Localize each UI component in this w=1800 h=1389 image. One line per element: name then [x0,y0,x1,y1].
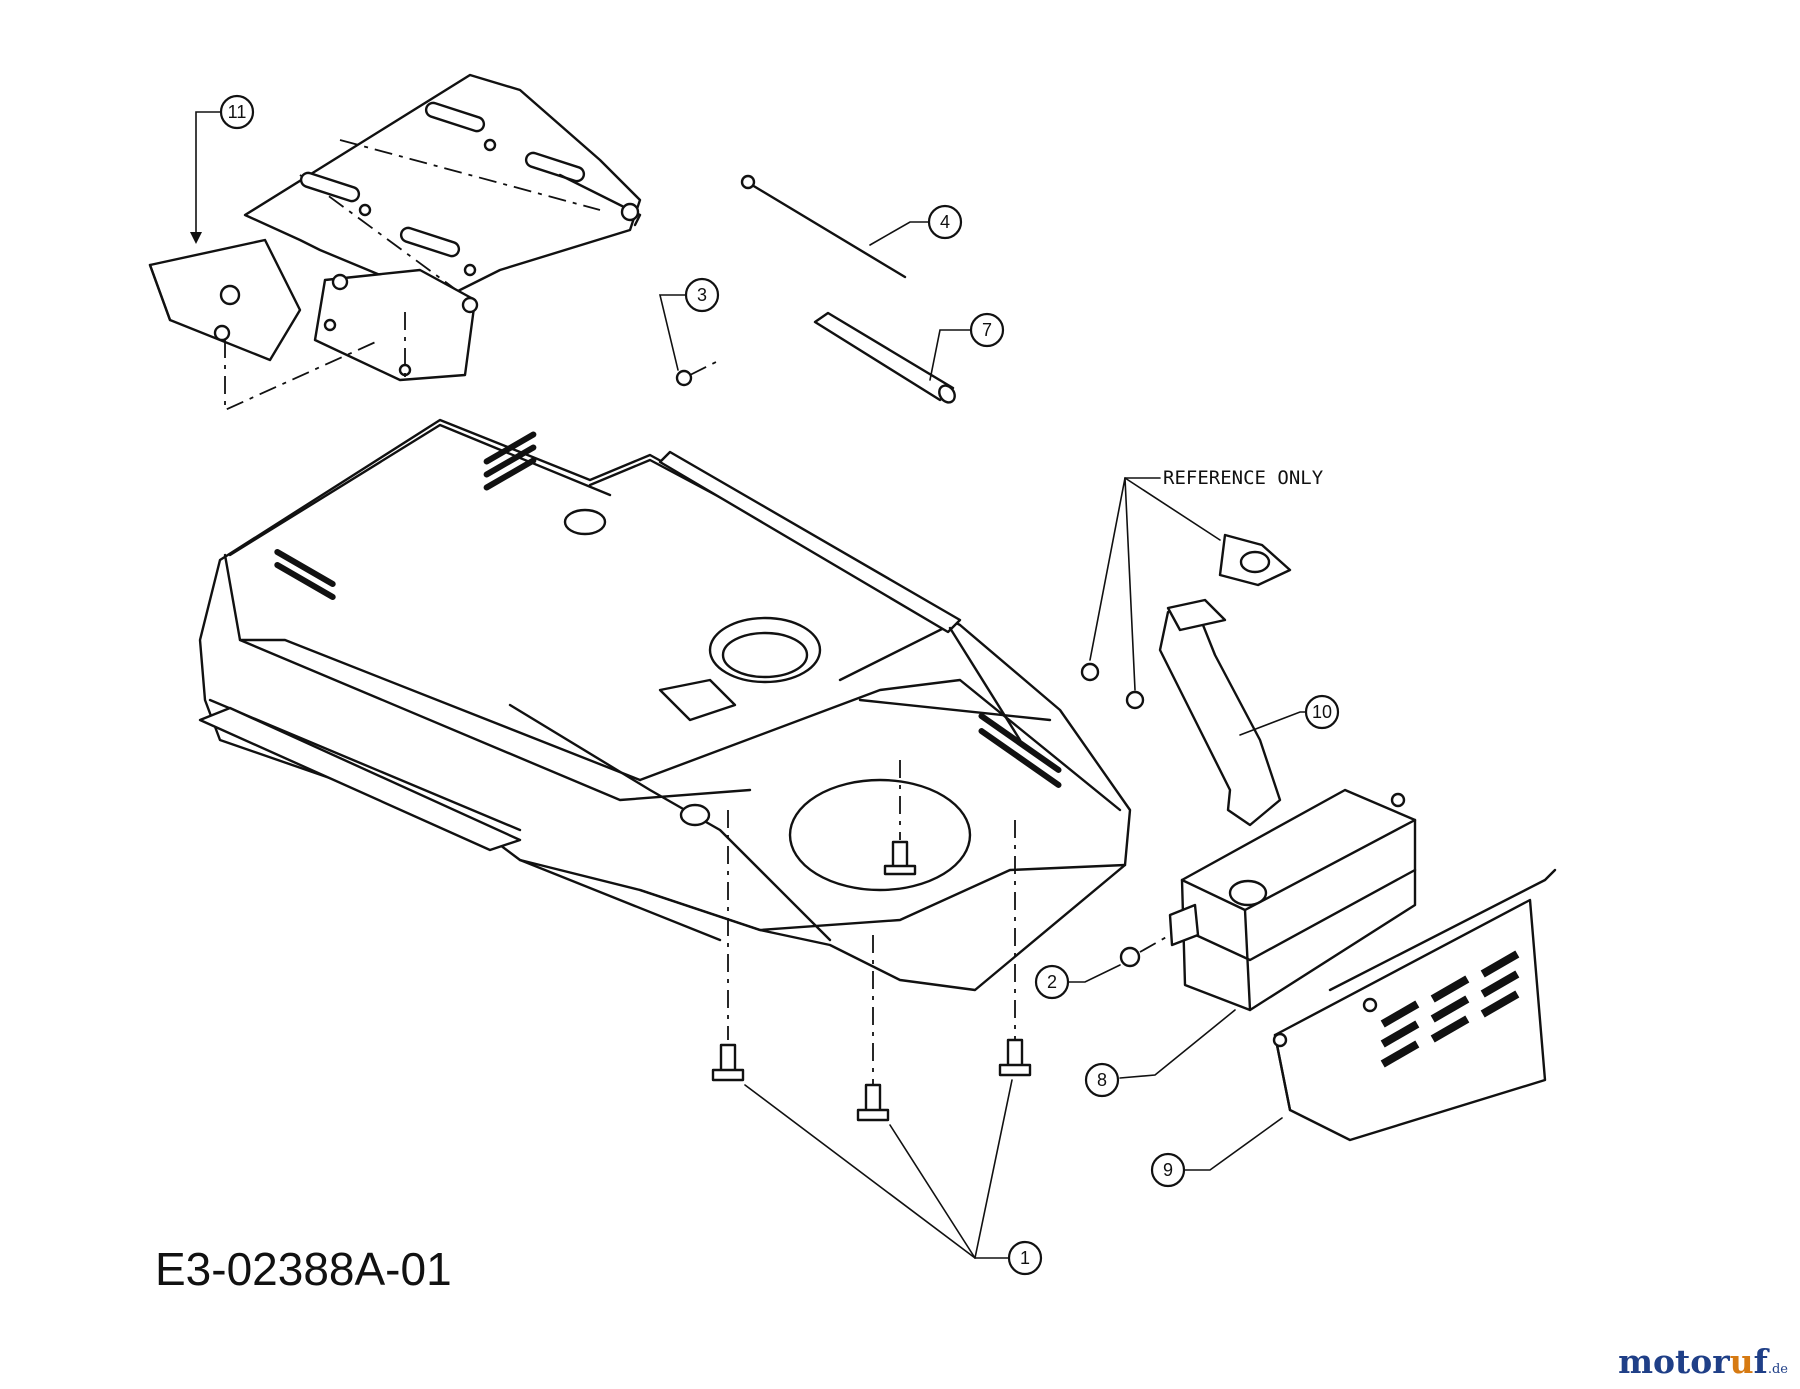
callout-9-label: 9 [1163,1160,1173,1180]
callout-2-label: 2 [1047,972,1057,992]
part-7-pin [813,311,956,404]
callout-9: 9 [1150,1152,1186,1188]
callout-2: 2 [1034,964,1070,1000]
part-1-bolts [711,760,1032,1259]
part-11-bracket-assembly [148,73,642,412]
callout-8: 8 [1084,1062,1120,1098]
callout-1-label: 1 [1020,1248,1030,1268]
callout-3-label: 3 [697,285,707,305]
part-4-rod [740,174,907,279]
callout-1: 1 [1007,1240,1043,1276]
reference-only-label: REFERENCE ONLY [1163,467,1324,489]
main-frame [198,418,1132,992]
callout-4: 4 [869,204,963,246]
callout-10: 10 [1304,694,1340,730]
part-8-muffler [1119,788,1417,1079]
part-3-nut [658,294,721,387]
part-9-heat-shield [1184,868,1557,1171]
callout-11: 11 [219,94,255,130]
callout-7-label: 7 [982,320,992,340]
callout-7: 7 [929,312,1005,381]
callout-4-label: 4 [940,212,950,232]
motoruf-watermark-logo: motoruf.de [1618,1342,1788,1381]
part-2-screw [1067,934,1171,983]
callout-8-label: 8 [1097,1070,1107,1090]
callout-10-label: 10 [1312,702,1332,722]
callout-11-label: 11 [228,102,247,122]
part-10-exhaust-pipe [1080,477,1311,827]
drawing-code: E3-02388A-01 [155,1243,452,1295]
callout-3: 3 [684,277,720,313]
